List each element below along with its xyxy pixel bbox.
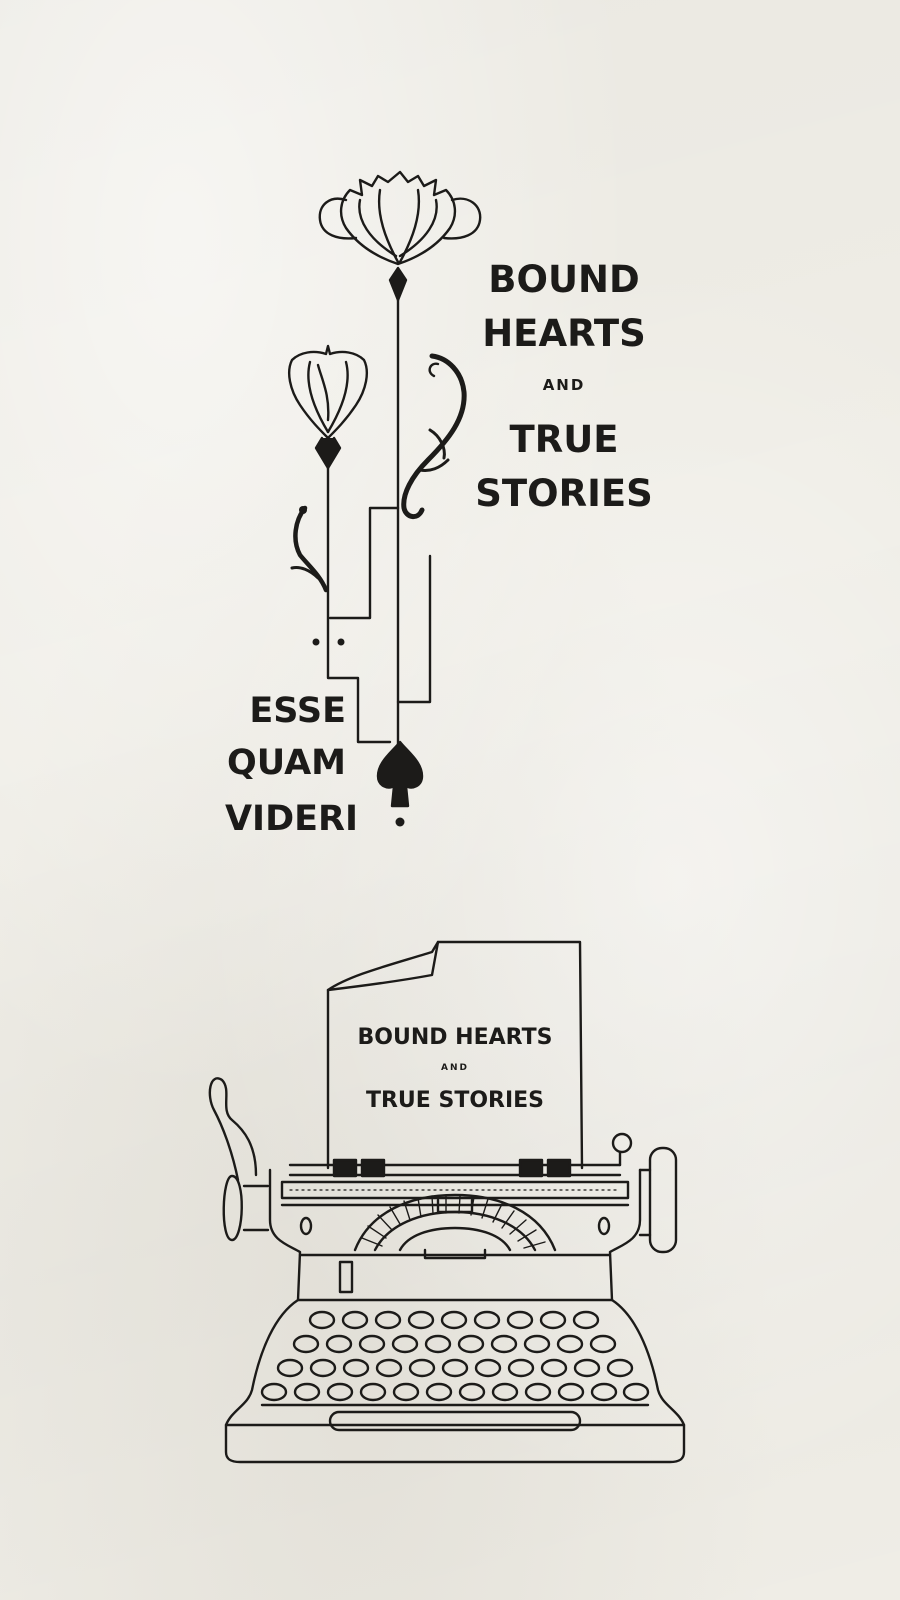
motto-line-esse: ESSE: [249, 691, 346, 731]
title-conjunction: AND: [543, 376, 586, 394]
scroll-flourish-icon: [401, 353, 467, 519]
motto-line-videri: VIDERI: [225, 799, 358, 839]
top-emblem: [288, 170, 482, 827]
title-line-bound: BOUND: [488, 258, 639, 301]
title-line-hearts: HEARTS: [482, 312, 646, 355]
title-line-stories: STORIES: [475, 472, 653, 515]
spade-drop-icon: [376, 740, 424, 808]
scroll-flourish-icon: [290, 505, 329, 593]
paper-conjunction: AND: [441, 1063, 469, 1073]
motto-line-quam: QUAM: [227, 743, 346, 783]
typewriter-paper: [326, 940, 584, 1170]
typewriter-keys: [260, 1310, 650, 1402]
paper-line-bound-hearts: BOUND HEARTS: [358, 1025, 553, 1050]
title-line-true: TRUE: [509, 418, 618, 461]
tulip-flower-icon: [318, 170, 482, 302]
typewriter-icon: [208, 940, 686, 1464]
paper-line-true-stories: TRUE STORIES: [366, 1088, 544, 1113]
rosebud-flower-icon: [288, 344, 368, 470]
